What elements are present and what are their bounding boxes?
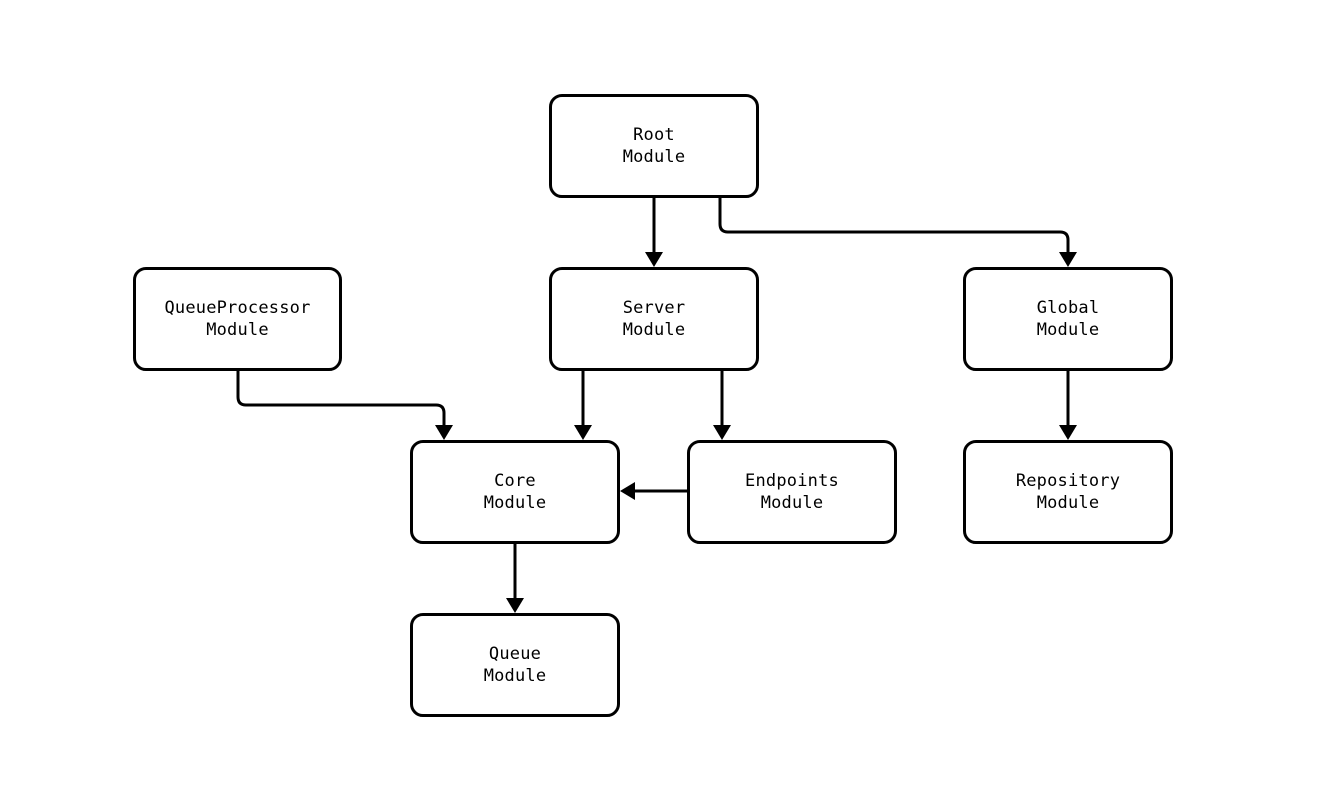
node-label-primary: Repository <box>1015 471 1121 491</box>
arrowhead-global-to-repository <box>1059 425 1077 440</box>
arrowhead-root-to-server <box>645 252 663 267</box>
node-label-secondary: Module <box>622 320 686 340</box>
arrowhead-endpoints-to-core <box>620 482 635 500</box>
node-label-secondary: Module <box>760 493 824 513</box>
node-label-secondary: Module <box>622 147 686 167</box>
edge-root-to-global <box>718 198 1070 253</box>
node-label-primary: QueueProcessor <box>164 298 311 318</box>
arrowhead-server-to-endpoints <box>713 425 731 440</box>
node-label-secondary: Module <box>483 493 547 513</box>
arrowhead-core-to-queue <box>506 598 524 613</box>
arrowhead-root-to-global <box>1059 252 1077 267</box>
arrowhead-queueprocessor-to-core <box>435 425 453 440</box>
arrowhead-server-to-core <box>574 425 592 440</box>
node-label-secondary: Module <box>483 666 547 686</box>
node-label-primary: Core <box>494 471 536 491</box>
node-label-primary: Server <box>622 298 686 318</box>
node-label-primary: Endpoints <box>745 471 839 491</box>
node-label-secondary: Module <box>1036 493 1100 513</box>
node-label-primary: Root <box>633 125 675 145</box>
node-label-secondary: Module <box>206 320 269 340</box>
node-label-primary: Queue <box>488 644 542 664</box>
node-label-primary: Global <box>1036 298 1100 318</box>
edge-queueprocessor-to-core <box>236 371 446 426</box>
node-label-secondary: Module <box>1036 320 1100 340</box>
